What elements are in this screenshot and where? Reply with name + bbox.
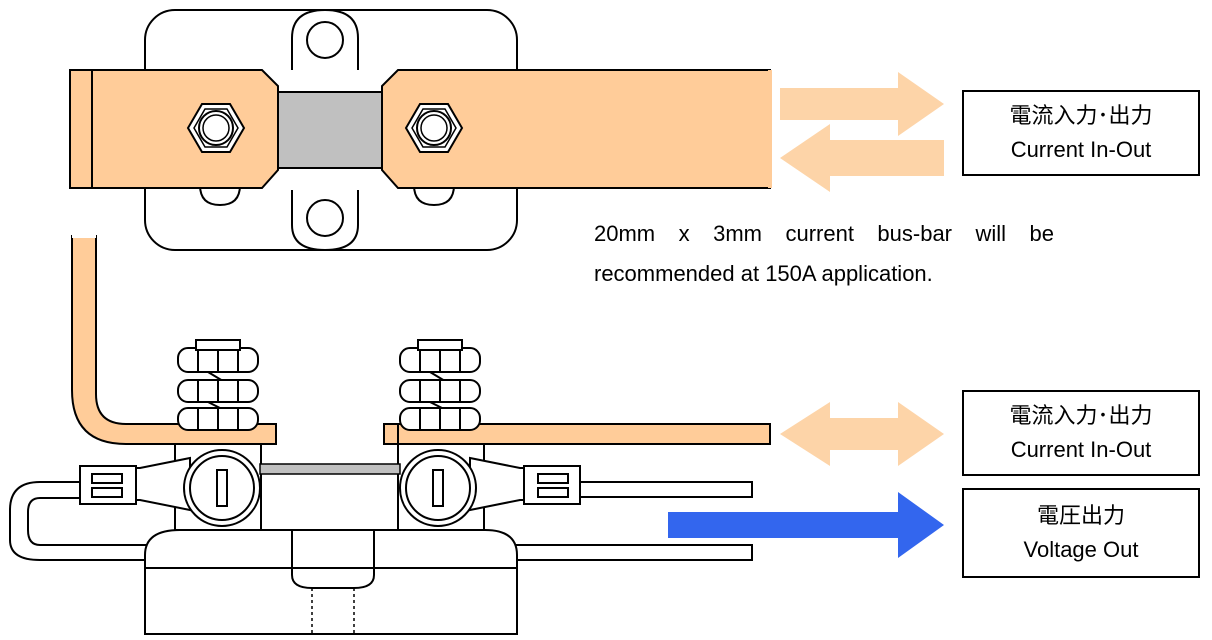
voltage-wire	[9, 481, 753, 561]
voltage-label-jp: 電圧出力	[1036, 503, 1125, 528]
right-bus-bar	[381, 69, 772, 189]
shunt-element	[269, 91, 389, 169]
current-label-jp: 電流入力･出力	[1009, 403, 1153, 428]
current-in-out-label-bottom: 電流入力･出力 Current In-Out	[962, 390, 1200, 476]
left-nut-stack-icon	[177, 339, 259, 431]
note-line-2: recommended at 150A application.	[594, 261, 933, 286]
right-voltage-screw-icon	[399, 449, 477, 527]
voltage-out-arrow-icon	[668, 492, 944, 558]
top-view	[69, 8, 772, 252]
current-label-jp: 電流入力･出力	[1009, 103, 1153, 128]
bus-bar-recommendation-note: 20mm x 3mm current bus-bar will be recom…	[594, 214, 1054, 294]
voltage-out-label: 電圧出力 Voltage Out	[962, 488, 1200, 578]
current-in-out-label-top: 電流入力･出力 Current In-Out	[962, 90, 1200, 176]
side-shunt-strip	[259, 463, 401, 475]
left-bus-bar	[69, 69, 279, 189]
current-out-arrow-icon	[780, 72, 944, 136]
bent-bus-bar	[71, 234, 277, 445]
side-right-bus-bar	[383, 423, 771, 445]
voltage-label-en: Voltage Out	[1023, 537, 1139, 562]
right-nut-stack-icon	[399, 339, 481, 431]
note-line-1: 20mm x 3mm current bus-bar will be	[594, 221, 1054, 246]
current-in-arrow-icon	[780, 124, 944, 192]
bidirectional-current-arrow-icon	[780, 402, 944, 466]
left-voltage-screw-icon	[183, 449, 261, 527]
current-label-en: Current In-Out	[1010, 437, 1152, 462]
current-label-en: Current In-Out	[1010, 137, 1152, 162]
side-view	[9, 339, 771, 635]
